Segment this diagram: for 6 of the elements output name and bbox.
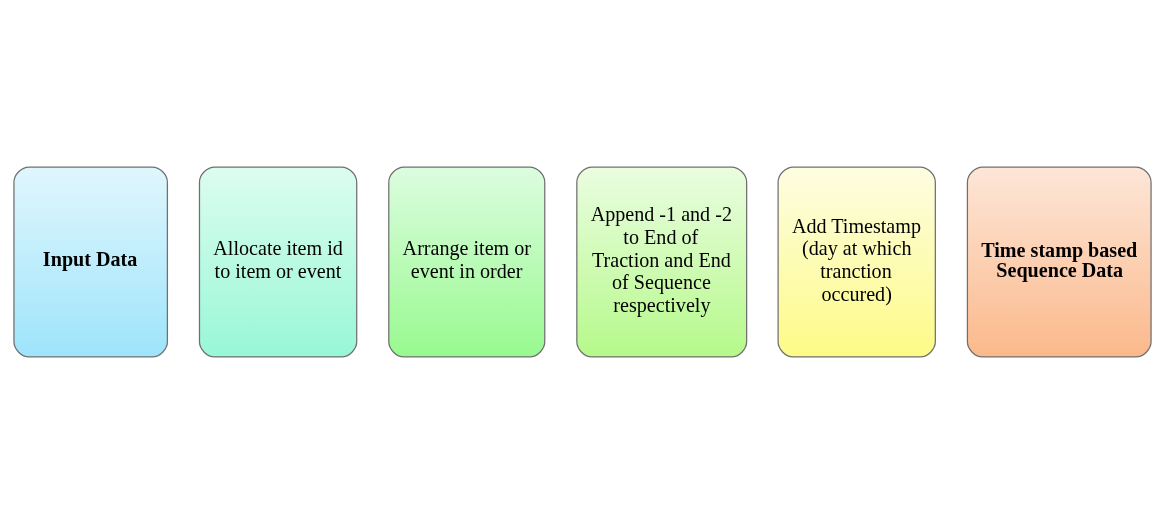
node-box: Allocate item id to item or event — [198, 166, 358, 358]
node-box: Append -1 and -2 to End of Traction and End of Sequence respectively — [576, 166, 748, 358]
node-box: Input Data — [13, 166, 169, 358]
node-box: Add Timestamp (day at which tranction occured) — [777, 166, 936, 358]
node-box: Time stamp based Sequence Data — [966, 166, 1152, 358]
node-box: Arrange item or event in order — [388, 166, 546, 358]
